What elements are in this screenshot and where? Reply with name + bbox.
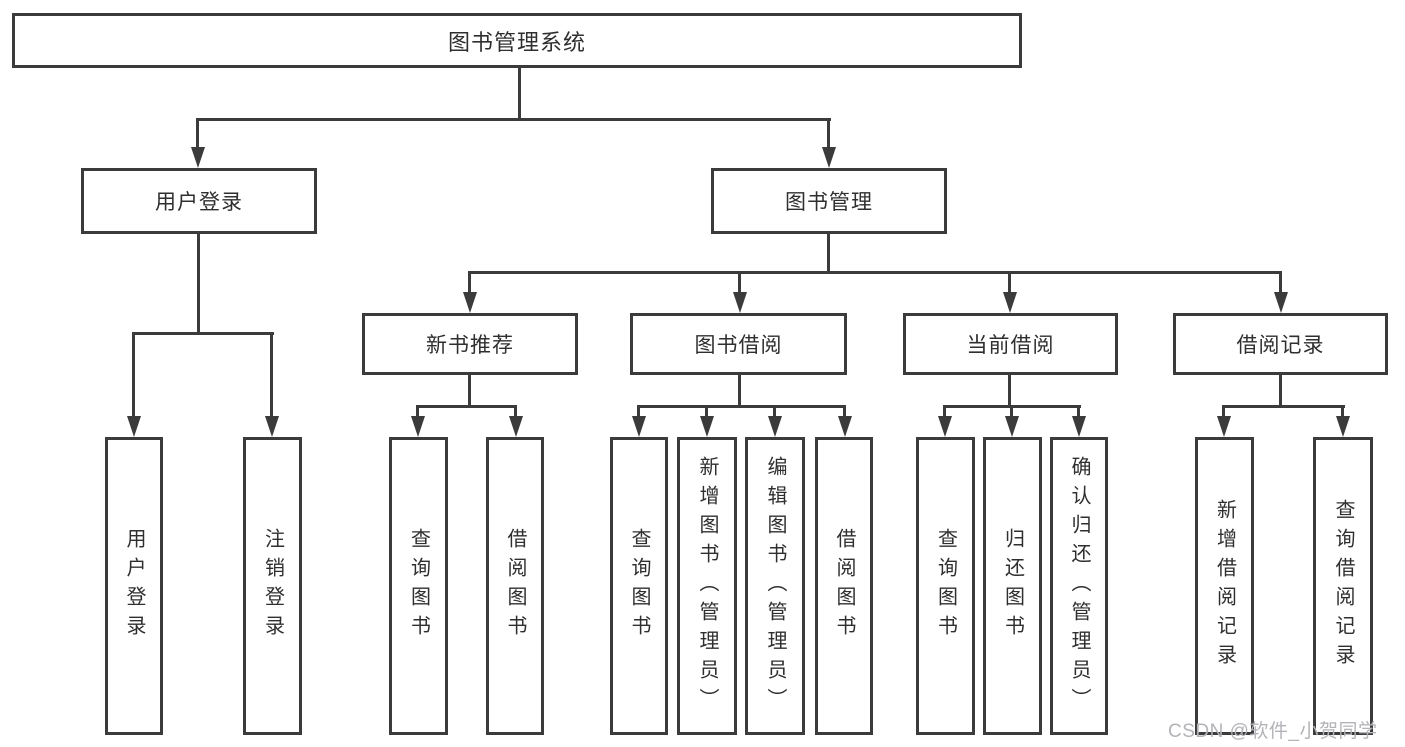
arrow-down-icon [1274, 292, 1288, 313]
arrow-down-icon [768, 416, 782, 437]
arrow-down-icon [838, 416, 852, 437]
connector-line [270, 332, 273, 417]
leaf-current-query-label: 查询图书 [934, 528, 957, 644]
connector-line [514, 405, 517, 418]
leaf-records-add: 新增借阅记录 [1195, 437, 1254, 735]
leaf-newbooks-query: 查询图书 [389, 437, 448, 735]
arrow-down-icon [509, 416, 523, 437]
arrow-down-icon [463, 292, 477, 313]
connector-line [518, 68, 521, 120]
arrow-down-icon [700, 416, 714, 437]
arrow-down-icon [1336, 416, 1350, 437]
leaf-logout-label: 注销登录 [261, 528, 284, 644]
arrow-down-icon [733, 292, 747, 313]
arrow-down-icon [822, 147, 836, 168]
connector-line [196, 118, 831, 121]
leaf-borrow-borrow-label: 借阅图书 [833, 528, 855, 644]
node-borrow-records-label: 借阅记录 [1236, 334, 1325, 357]
connector-line [416, 405, 419, 418]
leaf-borrow-add-admin: 新增图书（管理员） [677, 437, 737, 735]
connector-line [773, 405, 776, 418]
leaf-user-login-label: 用户登录 [123, 528, 145, 644]
connector-line [738, 271, 741, 294]
leaf-newbooks-borrow-label: 借阅图书 [504, 528, 526, 644]
connector-line [705, 405, 708, 418]
node-book-mgmt: 图书管理 [711, 168, 947, 234]
leaf-logout: 注销登录 [243, 437, 302, 735]
connector-line [827, 234, 830, 274]
connector-line [468, 375, 471, 408]
arrow-down-icon [1005, 416, 1019, 437]
connector-line [1077, 405, 1080, 418]
arrow-down-icon [1217, 416, 1231, 437]
connector-line [943, 405, 946, 418]
leaf-borrow-edit-admin-label: 编辑图书（管理员） [764, 455, 786, 717]
connector-line [132, 332, 274, 335]
node-user-login: 用户登录 [81, 168, 317, 234]
leaf-current-return-label: 归还图书 [1001, 528, 1024, 644]
leaf-current-return: 归还图书 [983, 437, 1042, 735]
connector-line [1222, 405, 1225, 418]
leaf-borrow-edit-admin: 编辑图书（管理员） [745, 437, 805, 735]
node-root-label: 图书管理系统 [447, 29, 586, 55]
leaf-current-confirm-admin-label: 确认归还（管理员） [1068, 455, 1090, 717]
connector-line [1010, 405, 1013, 418]
arrow-down-icon [632, 416, 646, 437]
leaf-records-query-label: 查询借阅记录 [1332, 499, 1354, 673]
node-book-mgmt-label: 图书管理 [785, 191, 873, 214]
node-current-borrow-label: 当前借阅 [966, 334, 1055, 357]
connector-line [637, 405, 846, 408]
connector-line [416, 405, 517, 408]
leaf-newbooks-borrow: 借阅图书 [486, 437, 544, 735]
arrow-down-icon [265, 416, 279, 437]
leaf-current-confirm-admin: 确认归还（管理员） [1050, 437, 1108, 735]
arrow-down-icon [127, 416, 141, 437]
connector-line [1279, 375, 1282, 408]
connector-line [1008, 375, 1011, 408]
connector-line [1008, 271, 1011, 294]
leaf-borrow-query: 查询图书 [610, 437, 668, 735]
connector-line [1341, 405, 1344, 418]
node-new-books: 新书推荐 [362, 313, 578, 375]
csdn-watermark: CSDN @软件_小贺同学 [1168, 721, 1378, 742]
connector-line [196, 118, 199, 148]
connector-line [637, 405, 640, 418]
connector-line [132, 332, 135, 417]
connector-line [738, 375, 741, 408]
node-current-borrow: 当前借阅 [903, 313, 1118, 375]
connector-line [197, 234, 200, 335]
node-book-borrow-label: 图书借阅 [694, 334, 783, 357]
arrow-down-icon [191, 147, 205, 168]
connector-line [1222, 405, 1345, 408]
arrow-down-icon [938, 416, 952, 437]
leaf-borrow-query-label: 查询图书 [628, 528, 650, 644]
arrow-down-icon [411, 416, 425, 437]
arrow-down-icon [1072, 416, 1086, 437]
leaf-records-query: 查询借阅记录 [1313, 437, 1373, 735]
connector-line [1279, 271, 1282, 294]
node-borrow-records: 借阅记录 [1173, 313, 1388, 375]
connector-line [843, 405, 846, 418]
leaf-current-query: 查询图书 [916, 437, 975, 735]
node-book-borrow: 图书借阅 [630, 313, 847, 375]
connector-line [468, 271, 471, 294]
node-user-login-label: 用户登录 [155, 191, 243, 214]
arrow-down-icon [1003, 292, 1017, 313]
connector-line [468, 271, 1282, 274]
leaf-newbooks-query-label: 查询图书 [407, 528, 430, 644]
node-root: 图书管理系统 [12, 13, 1022, 68]
leaf-records-add-label: 新增借阅记录 [1213, 499, 1236, 673]
leaf-borrow-add-admin-label: 新增图书（管理员） [696, 455, 718, 717]
node-new-books-label: 新书推荐 [426, 334, 514, 357]
leaf-user-login: 用户登录 [105, 437, 163, 735]
leaf-borrow-borrow: 借阅图书 [815, 437, 873, 735]
connector-line [827, 118, 830, 148]
